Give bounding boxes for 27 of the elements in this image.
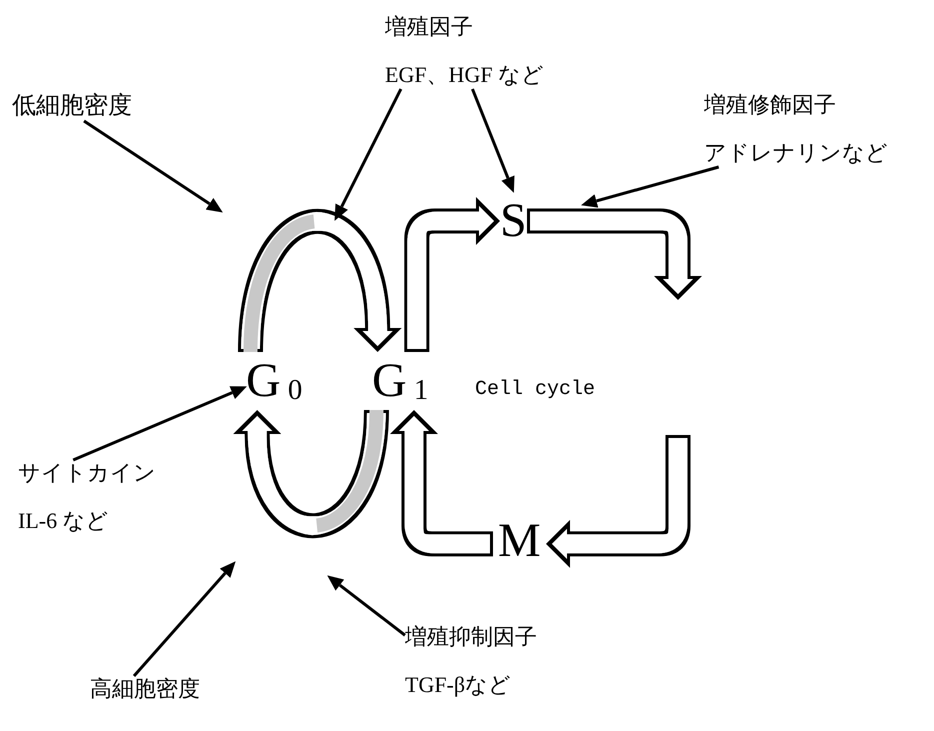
block-arrow xyxy=(527,208,702,300)
factor-text: EGF、HGF など xyxy=(385,62,544,89)
arrow xyxy=(471,88,514,193)
diagram-label: Cell cycle xyxy=(475,378,596,401)
factor-text: TGF-βなど xyxy=(405,672,512,699)
factor-text: 低細胞密度 xyxy=(12,92,132,121)
block-arrow xyxy=(404,197,500,352)
phase-label: G$_{0}$ xyxy=(246,353,302,409)
phase-label: M xyxy=(498,513,541,569)
phase-label: G$_{1}$ xyxy=(372,353,428,409)
factor-text: 高細胞密度 xyxy=(90,676,200,702)
arrow xyxy=(72,386,247,462)
factor-text: 増殖因子 xyxy=(385,14,474,40)
arrow xyxy=(83,120,223,213)
block-arrow xyxy=(546,435,690,568)
block-arrow xyxy=(390,410,493,556)
phase-label: S xyxy=(500,193,527,249)
block-arrow xyxy=(238,209,402,353)
factor-text: 増殖修飾因子 xyxy=(704,92,837,118)
factor-text: サイトカイン xyxy=(18,460,156,486)
arrow xyxy=(327,575,406,636)
factor-text: IL-6 など xyxy=(18,508,110,535)
factor-text: アドレナリンなど xyxy=(704,140,888,167)
block-arrow xyxy=(233,409,389,538)
arrow xyxy=(581,166,720,208)
factor-text: 増殖抑制因子 xyxy=(405,624,537,650)
arrow xyxy=(132,561,236,677)
